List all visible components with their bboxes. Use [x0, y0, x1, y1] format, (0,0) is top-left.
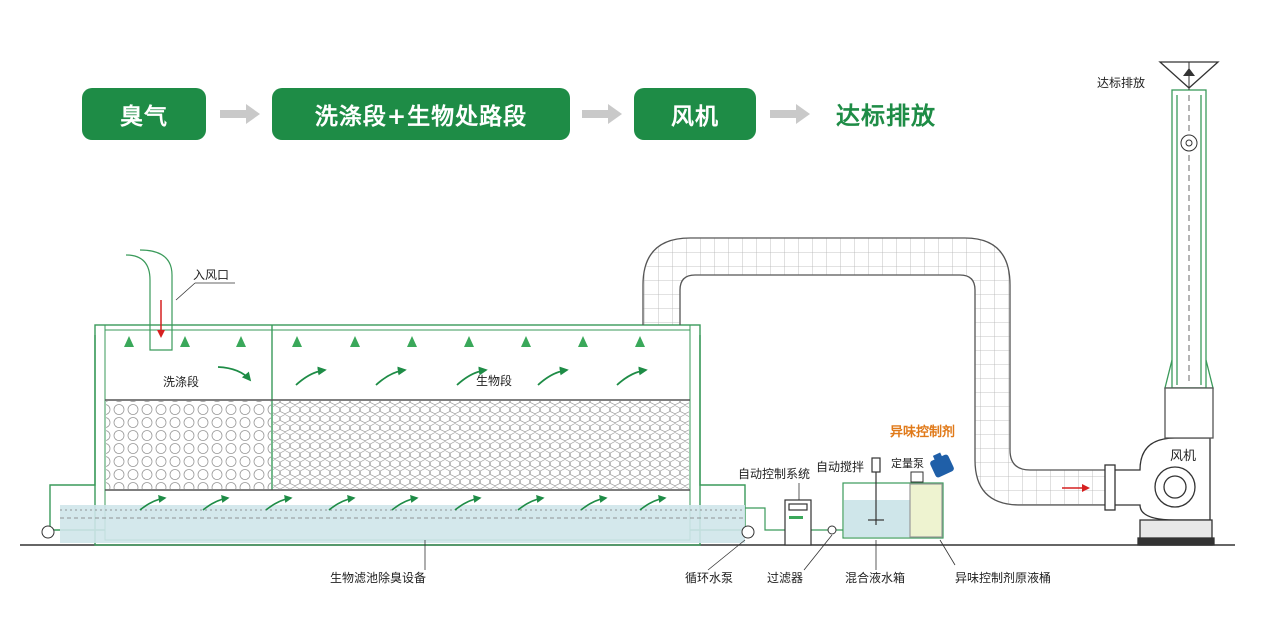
control-cabinet — [784, 499, 812, 546]
flow-step-fan: 风机 — [634, 88, 756, 140]
wash-section-label: 洗涤段 — [163, 375, 200, 389]
pump-label: 循环水泵 — [685, 571, 734, 585]
flow-step-discharge: 达标排放 — [836, 102, 936, 130]
dosing-pump-label: 定量泵 — [891, 457, 924, 470]
flow-step-fan-label: 风机 — [671, 104, 719, 130]
flow-step-odor-label: 臭气 — [120, 104, 168, 130]
fan-icon — [1104, 437, 1215, 546]
duct-grid — [643, 238, 1105, 505]
filter-label: 过滤器 — [767, 571, 804, 585]
stack-discharge-label: 达标排放 — [1097, 76, 1146, 90]
mix-tank-label: 混合液水箱 — [845, 571, 906, 585]
bio-packing — [273, 401, 689, 489]
gray-arrow-icon — [582, 104, 622, 124]
odor-agent-bottle-icon — [930, 452, 954, 478]
dosing-pump — [910, 471, 924, 483]
drain-valve-left — [41, 525, 55, 539]
airflow-arrow-icon — [217, 366, 648, 386]
wash-packing — [106, 401, 271, 489]
mixing-tank — [842, 457, 944, 539]
bio-section-label: 生物段 — [476, 374, 513, 388]
control-system-label: 自动控制系统 — [738, 467, 811, 481]
equipment-label: 生物滤池除臭设备 — [330, 571, 427, 585]
odor-agent-label: 异味控制剂 — [890, 425, 956, 440]
drain-valve-right — [741, 525, 755, 539]
nozzle-icon — [124, 336, 645, 347]
flow-step-odor: 臭气 — [82, 88, 206, 140]
gray-arrow-icon — [770, 104, 810, 124]
water-sump — [60, 505, 745, 543]
flow-step-treatment: 洗涤段+生物处路段 — [272, 88, 570, 140]
filter-unit — [827, 525, 837, 535]
inlet-label: 入风口 — [193, 268, 230, 282]
agitator-label: 自动搅拌 — [816, 460, 865, 474]
airflow-arrow-icon — [139, 495, 667, 511]
fan-label: 风机 — [1170, 449, 1197, 464]
agent-barrel-label: 异味控制剂原液桶 — [955, 571, 1052, 585]
gray-arrow-icon — [220, 104, 260, 124]
flow-step-treatment-label: 洗涤段+生物处路段 — [314, 104, 528, 130]
inlet-duct — [125, 249, 173, 351]
